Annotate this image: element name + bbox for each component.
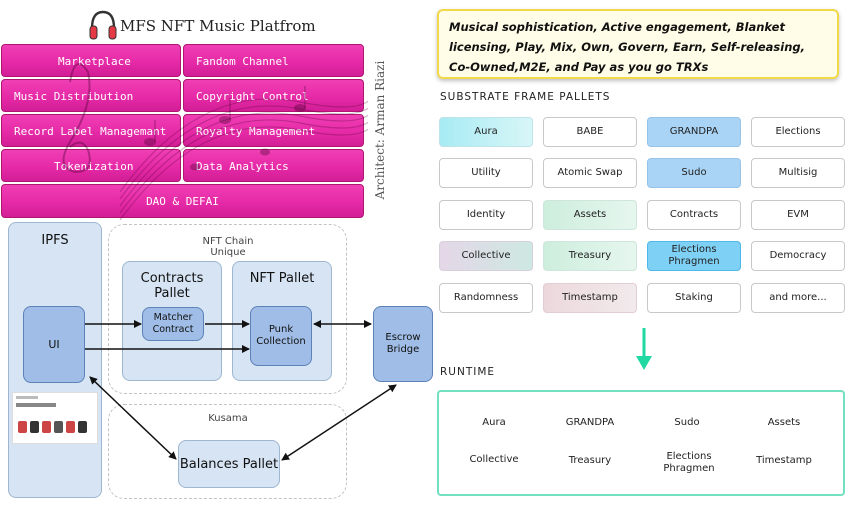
app-title: MFS NFT Music Platfrom <box>88 8 348 42</box>
menu-fandom-channel[interactable]: Fandom Channel <box>183 44 364 77</box>
frame-pallets-heading: SUBSTRATE FRAME PALLETS <box>440 91 611 103</box>
thumbnail-avatar <box>42 421 51 433</box>
pallet-multisig[interactable]: Multisig <box>751 158 845 188</box>
thumbnail-avatar <box>78 421 87 433</box>
menu-label: Tokenization <box>54 160 134 173</box>
menu-tokenization[interactable]: Tokenization <box>1 149 181 182</box>
contracts-pallet-label: Contracts Pallet <box>140 271 204 301</box>
thumbnail-line <box>16 396 38 399</box>
menu-music-distribution[interactable]: Music Distribution <box>1 79 181 112</box>
menu-label: Copyright Control <box>196 90 309 103</box>
arrow-balances-escrow <box>281 384 397 461</box>
menu-royalty-management[interactable]: Royalty Management <box>183 114 364 147</box>
pallet-assets[interactable]: Assets <box>543 200 637 230</box>
pallet-timestamp[interactable]: Timestamp <box>543 283 637 313</box>
runtime-item-collective: Collective <box>469 454 519 465</box>
menu-label: Record Label Managemant <box>14 125 167 138</box>
nft-chain-label: NFT Chain <box>202 236 254 247</box>
punk-collection-label: Punk Collection <box>256 324 306 347</box>
menu-label: Music Distribution <box>14 90 134 103</box>
pallet-collective[interactable]: Collective <box>439 241 533 271</box>
thumbnail-line <box>16 403 56 407</box>
feature-banner: Musical sophistication, Active engagemen… <box>437 9 839 79</box>
runtime-item-elections-phragmen: Elections Phragmen <box>663 451 715 474</box>
menu-label: Royalty Management <box>196 125 316 138</box>
pallet-and-more[interactable]: and more... <box>751 283 845 313</box>
title-text: MFS NFT Music Platfrom <box>120 17 316 35</box>
nft-pallet-label: NFT Pallet <box>249 271 315 286</box>
thumbnail-avatar <box>18 421 27 433</box>
kusama-label: Kusama <box>208 413 248 424</box>
thumbnail-avatar <box>30 421 39 433</box>
pallet-atomic-swap[interactable]: Atomic Swap <box>543 158 637 188</box>
thumbnail-avatar <box>54 421 63 433</box>
runtime-heading: RUNTIME <box>440 366 496 378</box>
menu-label: Data Analytics <box>196 160 289 173</box>
balances-pallet-label: Balances Pallet <box>179 456 279 472</box>
headphones-icon <box>89 10 117 40</box>
pallet-babe[interactable]: BABE <box>543 117 637 147</box>
pallet-democracy[interactable]: Democracy <box>751 241 845 271</box>
unique-label: Unique <box>210 247 246 258</box>
menu-data-analytics[interactable]: Data Analytics <box>183 149 364 182</box>
runtime-item-aura: Aura <box>482 417 506 428</box>
arrow-ui-balances <box>89 376 177 460</box>
pallet-identity[interactable]: Identity <box>439 200 533 230</box>
runtime-container <box>437 390 845 496</box>
runtime-item-treasury: Treasury <box>568 455 612 466</box>
ipfs-label: IPFS <box>41 233 69 248</box>
menu-dao-defai[interactable]: DAO & DEFAI <box>1 184 364 218</box>
punk-collection-node[interactable]: Punk Collection <box>250 306 312 366</box>
pallet-grandpa[interactable]: GRANDPA <box>647 117 741 147</box>
matcher-contract-node[interactable]: Matcher Contract <box>142 307 204 341</box>
pallet-evm[interactable]: EVM <box>751 200 845 230</box>
menu-label: Marketplace <box>58 55 131 68</box>
nft-chain-region <box>108 224 347 394</box>
runtime-item-timestamp: Timestamp <box>756 455 812 466</box>
pallet-sudo[interactable]: Sudo <box>647 158 741 188</box>
ui-thumbnail <box>12 392 98 444</box>
matcher-contract-label: Matcher Contract <box>152 312 194 335</box>
menu-label: Fandom Channel <box>196 55 289 68</box>
feature-banner-text: Musical sophistication, Active engagemen… <box>449 20 806 74</box>
pallet-elections[interactable]: Elections <box>751 117 845 147</box>
down-arrow-icon <box>636 328 652 370</box>
pallet-elections-phragmen[interactable]: Elections Phragmen <box>647 241 741 271</box>
runtime-item-sudo: Sudo <box>674 417 700 428</box>
escrow-bridge-label: Escrow Bridge <box>385 332 421 355</box>
pallet-staking[interactable]: Staking <box>647 283 741 313</box>
pallet-randomness[interactable]: Randomness <box>439 283 533 313</box>
runtime-item-grandpa: GRANDPA <box>565 417 615 428</box>
ui-label: UI <box>48 338 60 351</box>
ui-node[interactable]: UI <box>23 306 85 383</box>
menu-label: DAO & DEFAI <box>146 195 219 208</box>
pallet-utility[interactable]: Utility <box>439 158 533 188</box>
balances-pallet-node[interactable]: Balances Pallet <box>178 440 280 488</box>
escrow-bridge-node[interactable]: Escrow Bridge <box>373 306 433 382</box>
menu-copyright-control[interactable]: Copyright Control <box>183 79 364 112</box>
menu-marketplace[interactable]: Marketplace <box>1 44 181 77</box>
pallet-contracts[interactable]: Contracts <box>647 200 741 230</box>
pallet-aura[interactable]: Aura <box>439 117 533 147</box>
pallet-treasury[interactable]: Treasury <box>543 241 637 271</box>
runtime-item-assets: Assets <box>767 417 801 428</box>
menu-record-label[interactable]: Record Label Managemant <box>1 114 181 147</box>
thumbnail-avatar <box>66 421 75 433</box>
